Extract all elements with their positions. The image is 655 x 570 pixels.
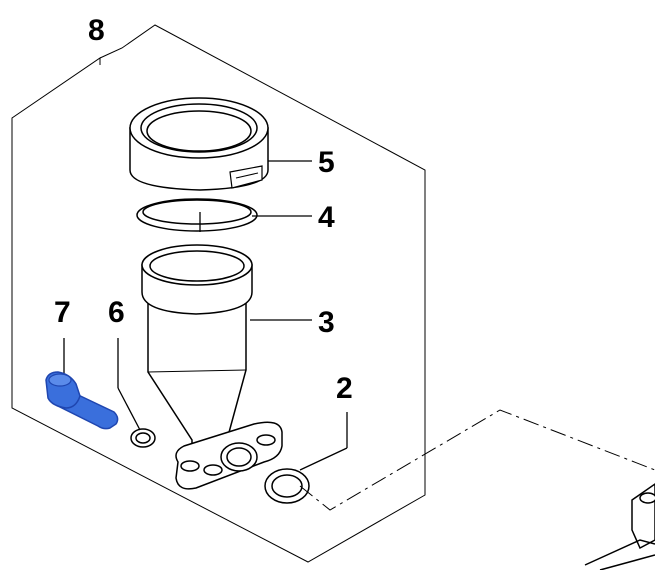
callout-4: 4 bbox=[318, 201, 335, 234]
callout-2: 2 bbox=[336, 372, 353, 405]
reservoir-outlet-flange bbox=[175, 421, 283, 490]
callout-5: 5 bbox=[318, 146, 335, 179]
washer bbox=[130, 428, 156, 448]
reservoir-body bbox=[141, 244, 253, 453]
o-ring bbox=[264, 468, 310, 504]
cap-seal-ring bbox=[136, 198, 258, 232]
callout-6: 6 bbox=[108, 296, 125, 329]
reservoir-cap bbox=[129, 97, 269, 191]
callout-3: 3 bbox=[318, 306, 335, 339]
partial-assembly-offpage bbox=[584, 483, 655, 570]
callout-8: 8 bbox=[88, 14, 105, 47]
connection-line bbox=[299, 409, 655, 511]
mounting-bolt bbox=[45, 371, 119, 430]
assembly-boundary bbox=[11, 24, 426, 563]
callout-7: 7 bbox=[54, 296, 71, 329]
